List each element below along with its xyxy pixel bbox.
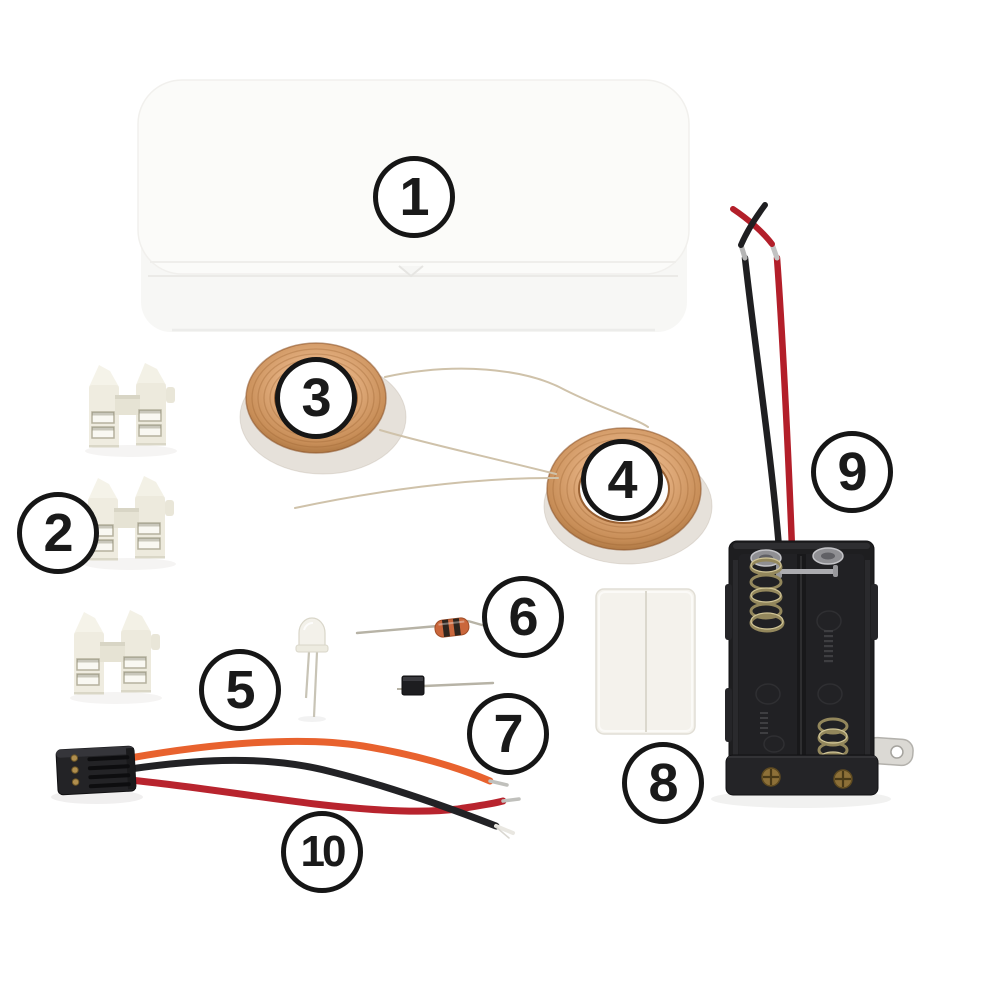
callout-7-label: 7: [493, 704, 523, 764]
battery-spring-top: [749, 557, 785, 633]
terminal-block-a: [84, 362, 178, 458]
callout-8-label: 8: [648, 753, 678, 813]
callout-2-label: 2: [43, 503, 73, 563]
led: [295, 617, 329, 722]
white-adhesive-pad: [595, 588, 696, 735]
callout-6-label: 6: [508, 587, 538, 647]
cable-wire-red: [126, 776, 507, 815]
cable-connector: [55, 745, 137, 796]
callout-10: 10: [281, 811, 363, 893]
callout-5: 5: [199, 649, 281, 731]
callout-4: 4: [581, 439, 663, 521]
terminal-block-c: [69, 609, 163, 705]
coil-lead-wires: [294, 367, 649, 509]
cable-wire-black: [126, 756, 500, 830]
plastic-storage-box: [137, 79, 690, 332]
resistor: [355, 617, 491, 638]
callout-7: 7: [467, 693, 549, 775]
callout-3: 3: [275, 357, 357, 439]
callout-2: 2: [17, 492, 99, 574]
callout-8: 8: [622, 742, 704, 824]
callout-10-label: 10: [300, 827, 347, 876]
cable-wire-orange: [126, 737, 494, 785]
base-screws: [761, 767, 853, 789]
callout-5-label: 5: [225, 660, 255, 720]
callout-9: 9: [811, 431, 893, 513]
callout-6: 6: [482, 576, 564, 658]
transistor: [397, 675, 495, 696]
callout-1-label: 1: [399, 167, 429, 227]
battery-holder-with-leads: [711, 202, 914, 808]
callout-1: 1: [373, 156, 455, 238]
battery-lead-wires: [730, 202, 796, 552]
metal-mounting-tab: [865, 736, 914, 767]
callout-9-label: 9: [837, 442, 867, 502]
callout-4-label: 4: [607, 450, 637, 510]
callout-3-label: 3: [301, 368, 331, 428]
three-wire-jumper-cable: [51, 737, 521, 839]
molded-markings: [760, 630, 833, 734]
